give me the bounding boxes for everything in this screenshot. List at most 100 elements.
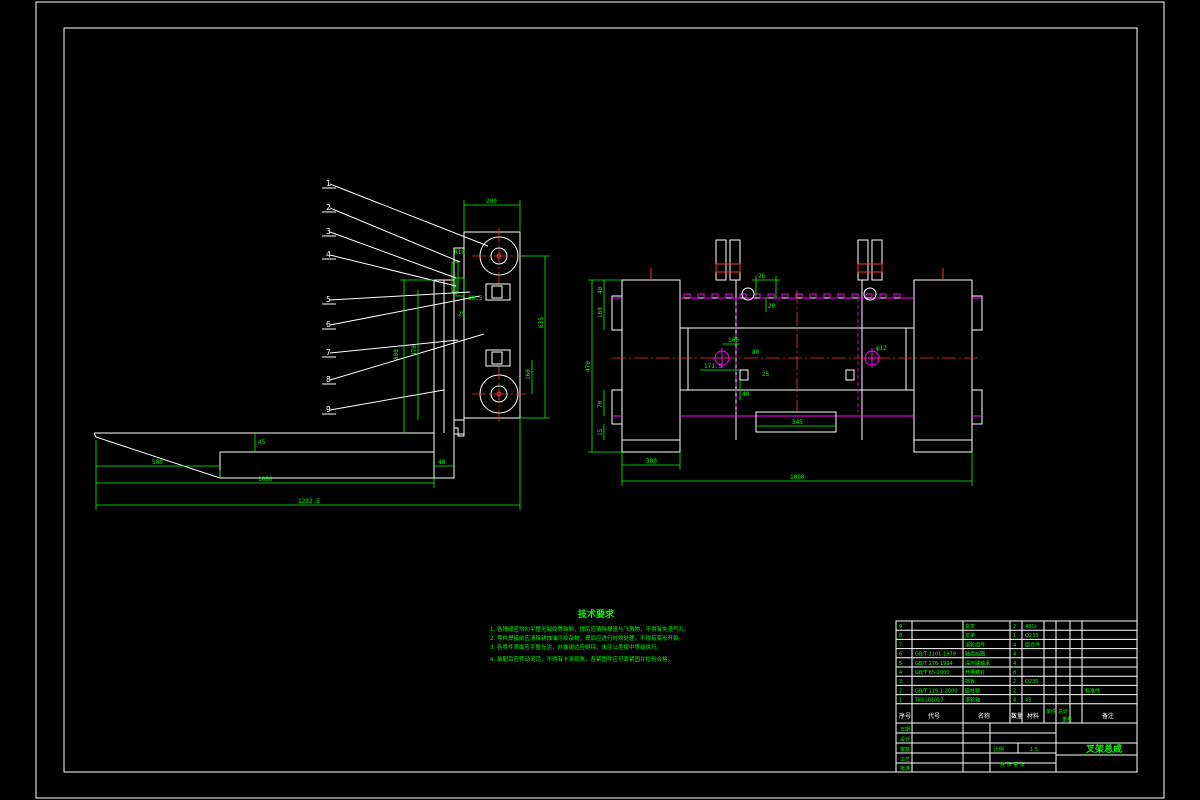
tech-note-4: 4. 装配后应转动灵活，不得有卡滞现象，各紧固件应可靠紧固并检验合格。 [490,655,673,663]
bom-cell-qty: 2 [1013,679,1016,685]
dim-h5: 160 [525,369,532,380]
bom-cell-seq: 5 [899,661,902,667]
bom-cell-code: GB/T 1101-1979 [915,652,956,658]
dim-front-ha: 40 [597,286,604,294]
hdr-material: 材料 [1027,712,1039,720]
callout-7: 7 [326,348,331,357]
sign-row-1: 设计 [900,736,910,743]
bom-cell-material: Q235 [1025,679,1038,685]
dim-r1: R10 [454,249,465,256]
bom-cell-name: 叉架 [965,633,975,639]
dim-front-d5: 20 [768,303,776,310]
drawing-name: 叉架总成 [1085,743,1122,755]
dim-h2: 470 [411,345,418,356]
bom-cell-name: 开槽螺钉 [965,669,985,676]
callout-5: 5 [326,295,331,304]
callout-4: 4 [326,250,331,259]
dim-front-d6: 40 [742,391,750,398]
dim-front-width: 1000 [790,474,805,481]
bom-cell-material: 40Cr [1025,624,1038,630]
bom-cell-material: 45 [1025,698,1031,704]
dim-front-d2: 80 [752,349,760,356]
callout-9: 9 [326,405,331,414]
dim-front-d7: 25 [762,371,770,378]
sign-row-3: 工艺 [900,757,910,763]
bom-cell-remark: 标准件 [1085,687,1100,694]
bom-cell-seq: 1 [899,698,902,704]
inner-frame [63,27,1138,773]
outer-border [35,1,1165,799]
front-view: 470 40 160 70 15 1000 300 345 26 20 100 … [585,239,983,486]
dim-front-d4: 171.5 [704,363,722,370]
dim-front-hd: 15 [597,428,604,436]
dim-h1: 800 [393,349,400,360]
bom-cell-qty: 4 [1013,698,1016,704]
bom-cell-qty: 4 [1013,652,1016,658]
bom-cell-qty: 8 [1013,670,1016,676]
callout-1: 1 [326,179,331,188]
tech-note-3: 3. 各零件表面应平整光洁，外露锐边应倒钝，未注公差按中等级执行。 [490,643,662,651]
callout-3: 3 [326,227,331,236]
hdr-code: 代号 [928,712,940,720]
dim-front-d3: 100 [728,337,739,344]
dim-front-base: 300 [646,458,657,465]
hdr-unit-weight: 单件 [1046,708,1056,715]
sign-row-5: 日期 [900,727,910,733]
dim-s1: 38.5 [468,295,483,302]
bom-cell-name: 轴用挡圈 [965,651,985,658]
bom-cell-name: 滚轮轴 [965,697,980,704]
sheet-count: 共 张 第 张 [1000,761,1025,768]
side-view: 1 2 3 4 5 6 7 8 9 200 1000 1202.5 500 45… [93,179,550,510]
bom-cell-qty: 1 [1013,633,1016,639]
dim-fork-length: 1000 [258,476,273,483]
hdr-qty: 数量 [1011,712,1023,720]
callout-8: 8 [326,375,331,384]
bom-cell-code: GB/T 119.1-2000 [915,688,957,694]
hdr-total-weight: 总计 [1058,708,1068,715]
bom-cell-seq: 6 [899,652,902,658]
bom-cell-name: 深沟球轴承 [965,660,990,667]
bom-cell-seq: 3 [899,679,902,685]
dim-base: 40 [438,459,446,466]
bom-cell-name: 滚轮组件 [965,641,985,648]
bom-cell-seq: 7 [899,642,902,648]
bom-cell-code: TK0101017 [914,698,944,704]
dim-tip-length: 500 [152,459,163,466]
callout-6: 6 [326,320,331,329]
dim-front-hb: 160 [597,307,604,318]
dim-front-center: 345 [792,419,803,426]
bom-cell-name: 挡板 [965,678,975,685]
bom-cell-seq: 4 [899,670,902,676]
bom-cell-seq: 8 [899,633,902,639]
dim-overall-length: 1202.5 [298,498,320,505]
scale-label: 比例 [994,746,1004,753]
bom-cell-name: 货叉 [965,623,975,630]
dim-top-width: 200 [486,198,497,205]
bom-cell-code: GB/T 65-2000 [915,670,950,676]
dim-front-height: 470 [585,361,592,372]
sign-row-4: 批准 [900,765,910,772]
dim-thickness: 45 [258,439,266,446]
tech-note-1: 1. 各焊缝应均匀平整无裂纹等缺陷，焊后应清除焊渣与飞溅物，不得有夹渣气孔。 [490,625,690,633]
bom-cell-name: 圆柱销 [965,687,980,694]
bom-cell-material: 组合件 [1025,641,1040,648]
tech-title: 技术要求 [578,608,615,620]
scale-value: 1:5 [1030,747,1038,753]
bom-cell-qty: 4 [1013,642,1016,648]
dim-h3: 635 [538,317,545,328]
technical-requirements: 技术要求 1. 各焊缝应均匀平整无裂纹等缺陷，焊后应清除焊渣与飞溅物，不得有夹渣… [490,608,690,663]
bom-cell-material: Q235 [1025,633,1038,639]
bom-cell-seq: 9 [899,624,902,630]
bom-cell-code: GB/T 276-1994 [915,661,953,667]
tech-note-2: 2. 零件焊接前应清除锈蚀油污及杂物，焊后应进行时效处理，不得有变形开裂。 [490,634,684,642]
hdr-seq: 序号 [899,712,911,720]
sign-row-2: 审核 [900,746,910,753]
bom-cell-qty: 2 [1013,688,1016,694]
dim-front-d1: 26 [758,273,766,280]
dim-h4: 25 [458,311,466,318]
dim-front-phi: φ12 [876,345,887,352]
hdr-weight: 重量 [1062,716,1072,723]
bom-cell-seq: 2 [899,688,902,694]
